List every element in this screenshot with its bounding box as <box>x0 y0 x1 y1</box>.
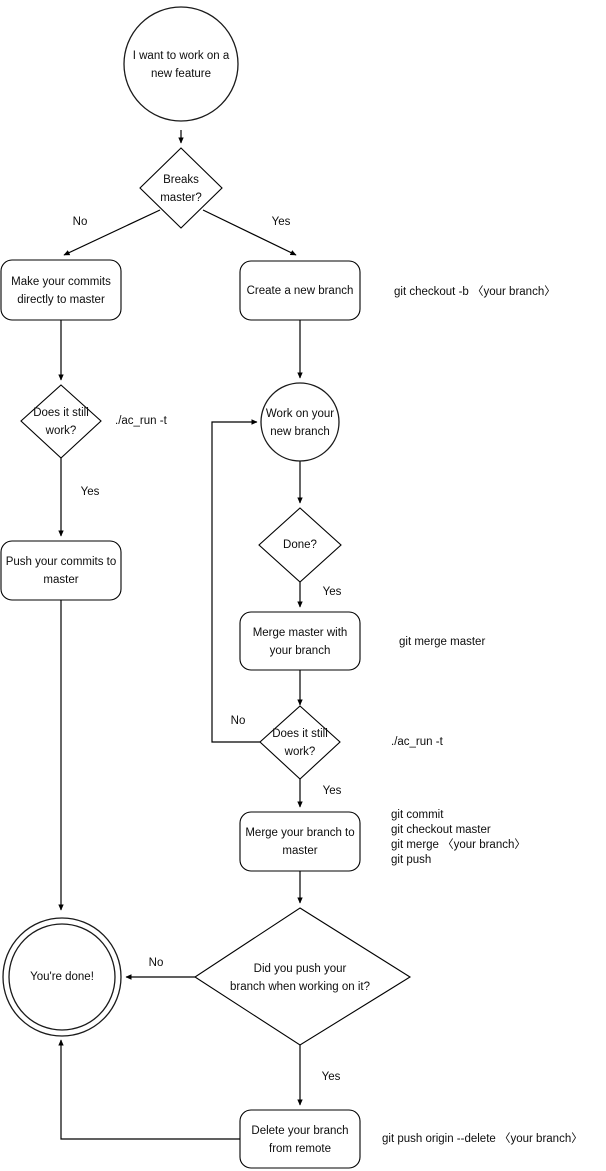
node-delete-branch-line2: from remote <box>269 1143 331 1155</box>
edge-breaks-to-create-branch <box>202 209 297 256</box>
node-still-work-mid-line2: work? <box>284 746 316 758</box>
command-annotations: git checkout -b 〈your branch〉 ./ac_run -… <box>115 285 583 1145</box>
edge-label-breaks-no: No <box>73 216 88 228</box>
node-start-line1: I want to work on a <box>133 50 230 62</box>
node-push-commits[interactable]: Push your commits to master <box>0 540 122 601</box>
edge-label-still-work-mid-no: No <box>231 715 246 727</box>
annotation-git-push-origin-delete: git push origin --delete 〈your branch〉 <box>382 1132 583 1145</box>
edge-label-still-work-mid-yes: Yes <box>323 785 342 797</box>
node-did-push[interactable]: Did you push your branch when working on… <box>193 907 412 1046</box>
annotation-ac-run-left: ./ac_run -t <box>115 415 168 427</box>
node-still-work-left-line1: Does it still <box>33 407 89 419</box>
edge-label-did-push-yes: Yes <box>322 1071 341 1083</box>
annotation-git-push: git push <box>391 854 431 866</box>
annotation-git-merge-branch: git merge 〈your branch〉 <box>391 838 526 851</box>
annotation-git-commit: git commit <box>391 809 444 821</box>
edge-breaks-to-make-commits <box>63 209 161 256</box>
node-create-branch[interactable]: Create a new branch <box>239 260 361 321</box>
node-merge-master-line2: your branch <box>270 645 331 657</box>
edge-label-did-push-no: No <box>149 957 164 969</box>
node-make-commits-line2: directly to master <box>17 294 105 306</box>
annotation-git-merge-master: git merge master <box>399 636 485 648</box>
node-done-question-label: Done? <box>283 539 317 551</box>
edges <box>58 130 303 1140</box>
annotation-git-checkout-master: git checkout master <box>391 824 491 836</box>
node-breaks-master-line2: master? <box>160 192 202 204</box>
node-breaks-master[interactable]: Breaks master? <box>139 147 223 229</box>
node-delete-branch-line1: Delete your branch <box>251 1125 348 1137</box>
node-make-commits-line1: Make your commits <box>11 276 111 288</box>
node-did-push-line2: branch when working on it? <box>230 981 370 993</box>
node-youre-done[interactable]: You're done! <box>2 917 122 1037</box>
edge-labels: No Yes Yes Yes No Yes No Yes <box>73 216 342 1083</box>
node-start-line2: new feature <box>151 68 211 80</box>
node-merge-master[interactable]: Merge master with your branch <box>239 611 361 671</box>
node-merge-branch-line1: Merge your branch to <box>245 827 354 839</box>
node-make-commits[interactable]: Make your commits directly to master <box>0 259 122 321</box>
node-still-work-mid-line1: Does it still <box>272 728 328 740</box>
node-done-question[interactable]: Done? <box>258 507 342 583</box>
node-merge-branch-line2: master <box>282 845 317 857</box>
node-work-branch[interactable]: Work on your new branch <box>260 382 340 462</box>
node-work-branch-line1: Work on your <box>266 408 334 420</box>
edge-still-work-mid-no-loop <box>211 419 260 743</box>
node-merge-master-line1: Merge master with <box>253 627 348 639</box>
node-still-work-left[interactable]: Does it still work? <box>20 384 102 459</box>
node-youre-done-label: You're done! <box>30 971 94 983</box>
node-delete-branch[interactable]: Delete your branch from remote <box>239 1109 361 1169</box>
edge-delete-branch-to-youre-done <box>58 1039 240 1140</box>
annotation-ac-run-mid: ./ac_run -t <box>391 736 444 748</box>
node-push-commits-line2: master <box>43 574 78 586</box>
node-start[interactable]: I want to work on a new feature <box>123 6 239 122</box>
edge-label-breaks-yes: Yes <box>272 216 291 228</box>
node-still-work-mid[interactable]: Does it still work? <box>259 705 341 780</box>
node-merge-branch[interactable]: Merge your branch to master <box>239 811 361 872</box>
node-still-work-left-line2: work? <box>45 425 77 437</box>
node-work-branch-line2: new branch <box>270 426 329 438</box>
node-create-branch-label: Create a new branch <box>247 285 354 297</box>
annotation-git-checkout: git checkout -b 〈your branch〉 <box>394 285 556 298</box>
node-did-push-line1: Did you push your <box>254 963 347 975</box>
node-breaks-master-line1: Breaks <box>163 174 199 186</box>
edge-label-still-work-left-yes: Yes <box>81 486 100 498</box>
edge-label-done-yes: Yes <box>323 586 342 598</box>
node-push-commits-line1: Push your commits to <box>6 556 117 568</box>
